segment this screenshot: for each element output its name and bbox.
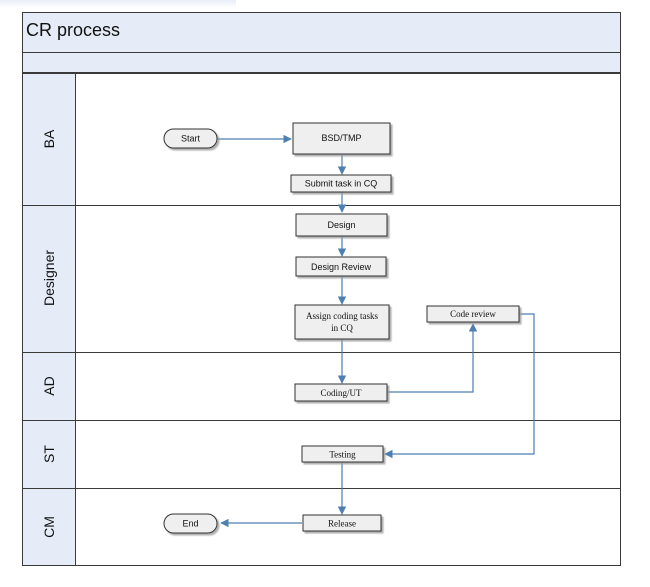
top-decoration-strip — [0, 0, 236, 8]
design-node: Design — [295, 213, 388, 237]
design-label: Design — [327, 220, 355, 230]
end-node: End — [163, 513, 218, 534]
end-label: End — [182, 519, 198, 529]
lane-label-designer-cell — [22, 205, 76, 353]
flow-diagram: Start BSD/TMP Submit task in CQ Design D… — [163, 122, 535, 534]
diagram-frame — [22, 12, 621, 566]
connector-codereview-testing — [384, 313, 535, 459]
assign-coding-label-line2: in CQ — [331, 323, 353, 333]
submit-task-node: Submit task in CQ — [290, 174, 392, 193]
lane-label-cm-cell — [22, 488, 76, 566]
testing-node: Testing — [301, 445, 384, 463]
code-review-label: Code review — [450, 309, 496, 319]
release-node: Release — [302, 514, 382, 532]
header-sub-bar — [22, 52, 621, 73]
lane-label-st-cell — [22, 420, 76, 489]
diagram-title: CR process — [26, 20, 121, 40]
submit-task-label: Submit task in CQ — [305, 179, 378, 189]
assign-coding-node: Assign coding tasks in CQ — [294, 304, 390, 340]
coding-ut-label: Coding/UT — [320, 388, 362, 398]
design-review-node: Design Review — [295, 256, 387, 277]
lane-label-ba-cell — [22, 73, 76, 206]
assign-coding-label-line1: Assign coding tasks — [306, 311, 378, 321]
release-label: Release — [328, 519, 356, 529]
design-review-label: Design Review — [311, 262, 372, 272]
code-review-node: Code review — [426, 305, 520, 323]
start-node: Start — [163, 128, 218, 149]
bsd-tmp-node: BSD/TMP — [292, 122, 391, 155]
start-label: Start — [181, 134, 201, 144]
connector-coding-codereview — [387, 323, 478, 393]
bsd-tmp-label: BSD/TMP — [321, 133, 361, 143]
coding-ut-node: Coding/UT — [294, 383, 388, 402]
testing-label: Testing — [329, 450, 356, 460]
lane-label-ad-cell — [22, 352, 76, 421]
